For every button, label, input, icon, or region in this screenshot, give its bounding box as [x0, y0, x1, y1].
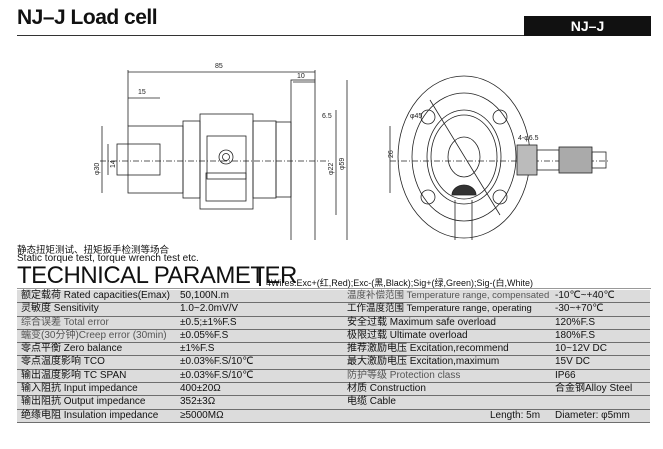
param-value: 120%F.S: [555, 316, 596, 328]
param-label: 推荐激励电压 Excitation,recommend: [347, 343, 509, 355]
page-title: NJ–J Load cell: [17, 6, 158, 29]
param-label: 极限过载 Ultimate overload: [347, 329, 468, 341]
dim-10: 10: [297, 73, 305, 80]
param-label: 输出阻抗 Output impedance: [21, 396, 146, 408]
table-row: 输入阻抗 Input impedance 400±20Ω: [17, 383, 340, 397]
title-divider: [17, 35, 651, 36]
cable-length: Length: 5m: [490, 409, 541, 421]
params-table-right: 温度补偿范围 Temperature range, compensated -10…: [330, 290, 650, 423]
param-value: IP66: [555, 369, 576, 381]
table-top-line: [17, 288, 651, 289]
dim-15: 15: [138, 89, 146, 96]
dim-59: φ59: [339, 158, 346, 170]
table-row: Length: 5m Diameter: φ5mm: [330, 409, 650, 423]
side-view: [100, 70, 348, 240]
title-bar: [259, 268, 261, 286]
table-row: 安全过载 Maximum safe overload 120%F.S: [330, 316, 650, 330]
dim-30: φ30: [94, 163, 101, 175]
table-row: 温度补偿范围 Temperature range, compensated -10…: [330, 290, 650, 304]
table-row: 灵敏度 Sensitivity 1.0~2.0mV/V: [17, 303, 340, 317]
table-row: 推荐激励电压 Excitation,recommend 10~12V DC: [330, 343, 650, 357]
dim-45: φ45: [410, 113, 422, 120]
param-label: 材质 Construction: [347, 383, 426, 395]
dim-6-5: 6.5: [322, 113, 332, 120]
table-row: 电缆 Cable: [330, 396, 650, 410]
table-row: 蠕变(30分钟)Creep error (30min) ±0.05%F.S: [17, 329, 340, 344]
param-value: 15V DC: [555, 356, 591, 368]
param-value: -10℃~+40℃: [555, 290, 615, 301]
param-value: 400±20Ω: [180, 383, 221, 395]
dim-14: 14: [110, 160, 117, 168]
table-row: 零点温度影响 TCO ±0.03%F.S/10℃: [17, 356, 340, 370]
param-label: 最大激励电压 Excitation,maximum: [347, 356, 500, 368]
param-label: 蠕变(30分钟)Creep error (30min): [21, 329, 167, 341]
param-label: 绝缘电阻 Insulation impedance: [21, 409, 159, 421]
params-table-left: 额定载荷 Rated capacities(Emax) 50,100N.m 灵敏度…: [17, 290, 340, 423]
application-en: Static torque test, torque wrench test e…: [17, 253, 199, 264]
param-value: 1.0~2.0mV/V: [180, 303, 239, 315]
param-label: 额定载荷 Rated capacities(Emax): [21, 290, 170, 301]
dim-85: 85: [215, 63, 223, 70]
table-row: 最大激励电压 Excitation,maximum 15V DC: [330, 356, 650, 370]
param-label: 安全过载 Maximum safe overload: [347, 316, 496, 328]
param-value: 180%F.S: [555, 329, 596, 341]
param-label: 零点平衡 Zero balance: [21, 343, 123, 355]
param-label: 电缆 Cable: [347, 396, 396, 408]
param-value: ≥5000MΩ: [180, 409, 224, 421]
table-row: 综合误差 Total error ±0.5;±1%F.S: [17, 316, 340, 330]
param-value: 352±3Ω: [180, 396, 216, 408]
table-row: 输出温度影响 TC SPAN ±0.03%F.S/10℃: [17, 369, 340, 384]
param-label: 温度补偿范围 Temperature range, compensated: [347, 290, 550, 301]
param-label: 工作温度范围 Temperature range, operating: [347, 303, 532, 315]
param-value: 合金钢Alloy Steel: [555, 383, 633, 395]
param-label: 输入阻抗 Input impedance: [21, 383, 138, 395]
param-value: ±0.5;±1%F.S: [180, 316, 237, 328]
param-label: 零点温度影响 TCO: [21, 356, 105, 368]
dim-26: 26: [388, 150, 395, 158]
table-row: 额定载荷 Rated capacities(Emax) 50,100N.m: [17, 290, 340, 304]
application-cn: 静态扭矩测试、扭矩扳手检测等场合: [17, 245, 170, 256]
table-row: 工作温度范围 Temperature range, operating -30~+…: [330, 303, 650, 317]
wiring-note: 4Wires:Exc+(红,Red);Exc-(黑,Black);Sig+(绿,…: [266, 278, 534, 288]
technical-drawing: 85 10 15 6.5 φ59 φ30 14 φ22 φ45 4-φ6.5 2…: [94, 63, 610, 240]
section-title: TECHNICAL PARAMETER: [17, 262, 297, 289]
table-row: 零点平衡 Zero balance ±1%F.S: [17, 343, 340, 357]
param-label: 灵敏度 Sensitivity: [21, 303, 99, 315]
model-badge: NJ–J: [524, 16, 651, 36]
param-value: 50,100N.m: [180, 290, 229, 301]
cable-diameter: Diameter: φ5mm: [555, 409, 630, 421]
front-view: [389, 75, 610, 240]
param-value: ±0.03%F.S/10℃: [180, 356, 254, 368]
table-row: 防护等级 Protection class IP66: [330, 369, 650, 384]
table-row: 极限过载 Ultimate overload 180%F.S: [330, 329, 650, 344]
param-label: 综合误差 Total error: [21, 316, 109, 328]
param-value: -30~+70℃: [555, 303, 604, 315]
param-label: 防护等级 Protection class: [347, 369, 461, 381]
param-value: 10~12V DC: [555, 343, 607, 355]
param-value: ±0.03%F.S/10℃: [180, 369, 254, 381]
param-value: ±0.05%F.S: [180, 329, 229, 341]
param-value: ±1%F.S: [180, 343, 215, 355]
table-row: 绝缘电阻 Insulation impedance ≥5000MΩ: [17, 409, 340, 423]
table-row: 输出阻抗 Output impedance 352±3Ω: [17, 396, 340, 410]
dim-22: φ22: [328, 163, 335, 175]
table-row: 材质 Construction 合金钢Alloy Steel: [330, 383, 650, 397]
param-label: 输出温度影响 TC SPAN: [21, 369, 127, 381]
